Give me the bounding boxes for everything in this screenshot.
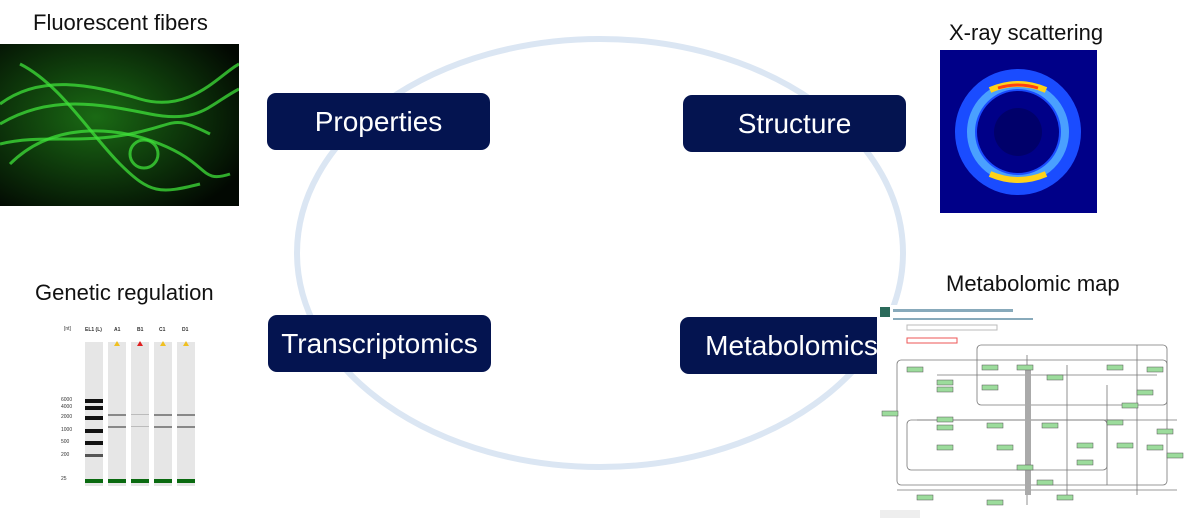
ladder-label: 25 <box>61 476 67 482</box>
lane-label: EL1 (L) <box>85 327 102 333</box>
enzyme-box <box>1036 479 1054 486</box>
metabolomics-node[interactable]: Metabolomics <box>680 317 903 374</box>
ladder-label: 2000 <box>61 414 73 420</box>
enzyme-box <box>1076 442 1094 449</box>
enzyme-box <box>986 422 1004 429</box>
gel-electrophoresis-image: [nt] EL1 (L) A1 B1 C1 D1 6000 4000 2000 … <box>58 324 198 486</box>
gel-unit-label: [nt] <box>64 326 71 332</box>
enzyme-box <box>1166 452 1184 459</box>
enzyme-box <box>1136 389 1154 396</box>
enzyme-box <box>1076 459 1094 466</box>
metabolomic-map-image <box>877 305 1200 522</box>
lane-label: D1 <box>182 327 189 333</box>
ladder-label: 500 <box>61 439 70 445</box>
ladder-label: 4000 <box>61 404 73 410</box>
warning-icon <box>114 341 189 346</box>
enzyme-box <box>986 499 1004 506</box>
lane-label: A1 <box>114 327 121 333</box>
fluorescent-fibers-image <box>0 44 239 206</box>
transcriptomics-node[interactable]: Transcriptomics <box>268 315 491 372</box>
enzyme-box <box>1106 364 1124 371</box>
enzyme-box <box>936 424 954 431</box>
enzyme-box <box>1146 444 1164 451</box>
lane-label: C1 <box>159 327 166 333</box>
fibers-caption: Fluorescent fibers <box>33 10 208 35</box>
enzyme-box <box>916 494 934 501</box>
enzyme-box <box>936 386 954 393</box>
enzyme-box <box>881 410 899 417</box>
xray-caption: X-ray scattering <box>949 20 1104 45</box>
xray-scattering-image <box>940 50 1097 213</box>
enzyme-box <box>1016 364 1034 371</box>
structure-node[interactable]: Structure <box>683 95 906 152</box>
enzyme-box <box>936 444 954 451</box>
ladder-label: 200 <box>61 452 70 458</box>
enzyme-box <box>981 364 999 371</box>
ladder-label: 6000 <box>61 397 73 403</box>
enzyme-box <box>936 379 954 386</box>
enzyme-box <box>1041 422 1059 429</box>
enzyme-box <box>1156 428 1174 435</box>
enzyme-box <box>1116 442 1134 449</box>
enzyme-box <box>1056 494 1074 501</box>
gel-caption: Genetic regulation <box>35 280 214 305</box>
enzyme-box <box>1146 366 1164 373</box>
enzyme-box <box>1121 402 1139 409</box>
enzyme-box <box>1016 464 1034 471</box>
enzyme-box <box>936 416 954 423</box>
ladder-label: 1000 <box>61 427 73 433</box>
enzyme-box <box>1106 419 1124 426</box>
enzyme-box <box>1046 374 1064 381</box>
enzyme-box <box>981 384 999 391</box>
enzyme-box <box>996 444 1014 451</box>
lane-label: B1 <box>137 327 144 333</box>
enzyme-box <box>906 366 924 373</box>
properties-node[interactable]: Properties <box>267 93 490 150</box>
map-caption: Metabolomic map <box>946 271 1120 296</box>
